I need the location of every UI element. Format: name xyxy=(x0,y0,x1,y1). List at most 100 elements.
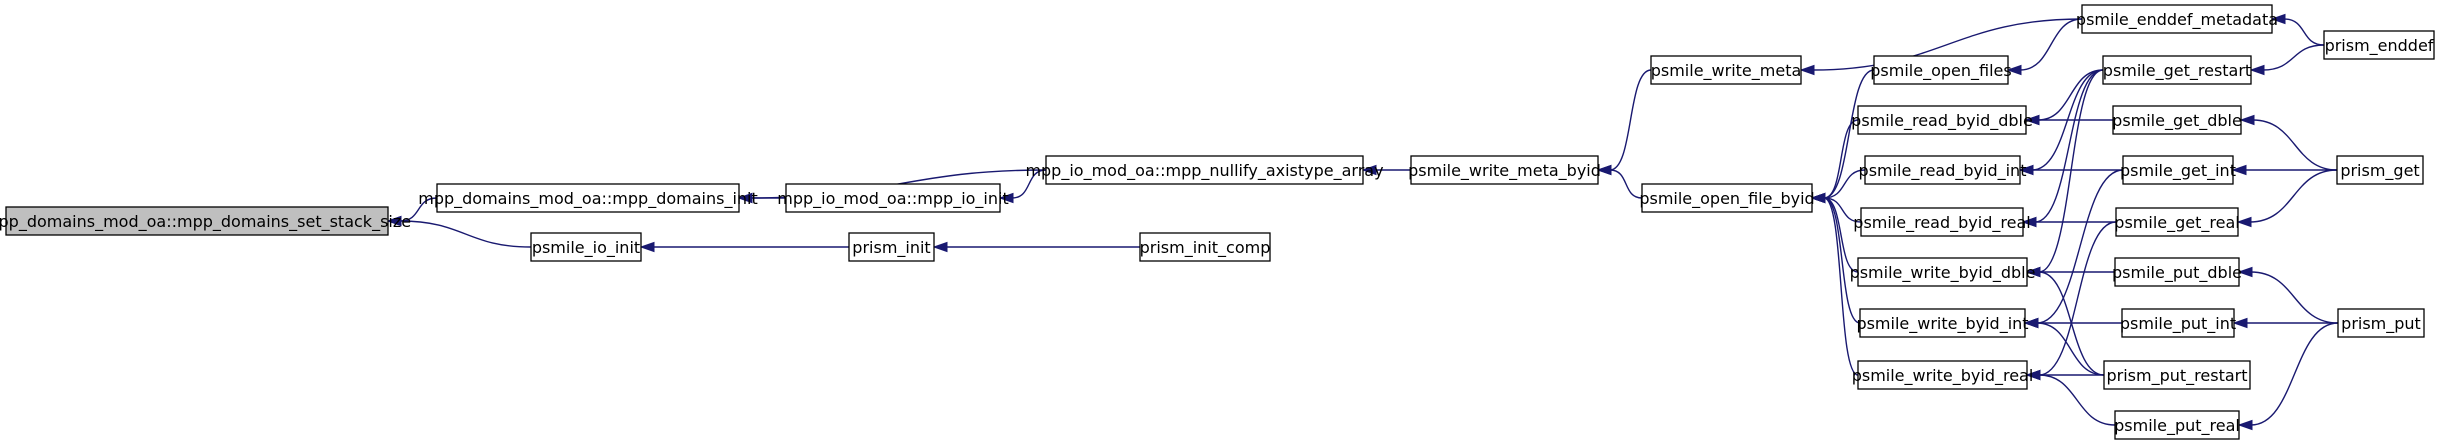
node-box-root[interactable] xyxy=(5,206,389,236)
node-read_int[interactable]: psmile_read_byid_int xyxy=(1859,155,2027,185)
edge-prism_get-to-get_real xyxy=(2249,169,2338,223)
node-root[interactable]: mpp_domains_mod_oa::mpp_domains_set_stac… xyxy=(0,206,411,236)
edge-put_real-to-write_real xyxy=(2038,374,2116,426)
node-put_restart[interactable]: prism_put_restart xyxy=(2103,360,2251,390)
node-box-prism_get[interactable] xyxy=(2336,155,2424,185)
node-box-put_dble[interactable] xyxy=(2114,257,2240,287)
node-get_real[interactable]: psmile_get_real xyxy=(2114,207,2240,237)
node-box-get_int[interactable] xyxy=(2122,155,2234,185)
node-write_int[interactable]: psmile_write_byid_int xyxy=(1856,308,2029,338)
arrowhead-write_meta_byid-to-nullify xyxy=(1361,164,1377,176)
node-label-get_dble: psmile_get_dble xyxy=(2112,111,2242,131)
node-read_dble[interactable]: psmile_read_byid_dble xyxy=(1851,105,2033,135)
node-box-io_init2[interactable] xyxy=(530,232,642,262)
node-label-read_int: psmile_read_byid_int xyxy=(1859,161,2027,181)
node-mpp_io_init[interactable]: mpp_io_mod_oa::mpp_io_init xyxy=(777,183,1009,213)
node-box-prism_put[interactable] xyxy=(2337,308,2425,338)
edge-prism_get-to-get_dble xyxy=(2252,119,2338,171)
node-box-open_file_byid[interactable] xyxy=(1641,183,1813,213)
edge-prism_put-to-put_dble xyxy=(2250,271,2339,324)
node-box-put_restart[interactable] xyxy=(2103,360,2251,390)
arrowhead-nullify-to-mpp_io_init xyxy=(998,192,1014,204)
node-box-prism_init[interactable] xyxy=(848,232,935,262)
arrowhead-prism_put-to-put_int xyxy=(2232,317,2248,329)
node-get_int[interactable]: psmile_get_int xyxy=(2120,155,2236,185)
node-box-prism_init_comp[interactable] xyxy=(1139,232,1271,262)
node-dom_init[interactable]: mpp_domains_mod_oa::mpp_domains_init xyxy=(418,183,758,213)
edge-get_int-to-write_int xyxy=(2036,169,2124,324)
node-box-write_meta[interactable] xyxy=(1650,55,1802,85)
node-box-get_dble[interactable] xyxy=(2112,105,2242,135)
arrowhead-io_init2-to-root xyxy=(386,215,402,227)
node-write_meta[interactable]: psmile_write_meta xyxy=(1650,55,1802,85)
node-write_real[interactable]: psmile_write_byid_real xyxy=(1852,360,2034,390)
edge-write_int-to-open_file_byid xyxy=(1823,197,1861,324)
node-box-write_dble[interactable] xyxy=(1857,257,2028,287)
arrowhead-prism_enddef-to-enddef_meta xyxy=(2270,13,2286,25)
node-label-prism_init_comp: prism_init_comp xyxy=(1140,238,1271,258)
node-prism_put[interactable]: prism_put xyxy=(2337,308,2425,338)
node-label-prism_init: prism_init xyxy=(852,238,930,258)
arrowhead-prism_get-to-get_dble xyxy=(2239,114,2255,126)
node-prism_enddef[interactable]: prism_enddef xyxy=(2323,30,2435,60)
arrowhead-put_real-to-write_real xyxy=(2025,369,2041,381)
node-box-get_restart[interactable] xyxy=(2102,55,2252,85)
node-label-get_int: psmile_get_int xyxy=(2120,161,2236,181)
node-enddef_meta[interactable]: psmile_enddef_metadata xyxy=(2076,4,2278,34)
node-prism_init_comp[interactable]: prism_init_comp xyxy=(1139,232,1271,262)
node-box-get_real[interactable] xyxy=(2115,207,2239,237)
arrowhead-get_real-to-read_real xyxy=(2021,216,2037,228)
node-write_meta_byid[interactable]: psmile_write_meta_byid xyxy=(1408,155,1601,185)
node-label-put_int: psmile_put_int xyxy=(2120,314,2236,334)
node-put_real[interactable]: psmile_put_real xyxy=(2114,410,2240,440)
node-write_dble[interactable]: psmile_write_byid_dble xyxy=(1850,257,2036,287)
node-box-write_int[interactable] xyxy=(1859,308,2026,338)
node-open_files[interactable]: psmile_open_files xyxy=(1870,55,2012,85)
node-box-dom_init[interactable] xyxy=(436,183,740,213)
node-box-open_files[interactable] xyxy=(1873,55,2009,85)
arrowhead-nullify-to-dom_init xyxy=(737,192,753,204)
edge-write_meta-to-write_meta_byid xyxy=(1609,69,1652,171)
edge-write_real-to-open_file_byid xyxy=(1823,197,1859,376)
node-label-put_restart: prism_put_restart xyxy=(2106,366,2247,386)
node-label-write_dble: psmile_write_byid_dble xyxy=(1850,263,2036,283)
node-box-read_real[interactable] xyxy=(1860,207,2024,237)
node-read_real[interactable]: psmile_read_byid_real xyxy=(1853,207,2031,237)
arrowhead-prism_put-to-put_real xyxy=(2237,419,2253,431)
node-prism_get[interactable]: prism_get xyxy=(2336,155,2424,185)
node-nullify[interactable]: mpp_io_mod_oa::mpp_nullify_axistype_arra… xyxy=(1025,155,1384,185)
arrowhead-enddef_meta-to-open_files xyxy=(2006,64,2022,76)
edge-open_file_byid-to-write_meta_byid xyxy=(1609,169,1643,199)
node-get_restart[interactable]: psmile_get_restart xyxy=(2102,55,2252,85)
arrowhead-put_restart-to-write_int xyxy=(2023,317,2039,329)
node-box-read_int[interactable] xyxy=(1864,155,2021,185)
node-put_int[interactable]: psmile_put_int xyxy=(2120,308,2236,338)
node-box-read_dble[interactable] xyxy=(1857,105,2027,135)
node-box-put_real[interactable] xyxy=(2114,410,2240,440)
node-label-nullify: mpp_io_mod_oa::mpp_nullify_axistype_arra… xyxy=(1025,161,1383,181)
edge-dom_init-to-root xyxy=(399,197,438,222)
node-io_init2[interactable]: psmile_io_init xyxy=(530,232,642,262)
arrowhead-open_file_byid-to-write_meta_byid xyxy=(1596,164,1612,176)
node-label-prism_enddef: prism_enddef xyxy=(2325,36,2434,56)
node-box-nullify[interactable] xyxy=(1045,155,1364,185)
node-label-enddef_meta: psmile_enddef_metadata xyxy=(2076,10,2278,30)
node-put_dble[interactable]: psmile_put_dble xyxy=(2112,257,2242,287)
edge-get_restart-to-read_dble xyxy=(2037,69,2104,121)
node-label-io_init2: psmile_io_init xyxy=(532,238,640,258)
node-box-prism_enddef[interactable] xyxy=(2323,30,2435,60)
node-get_dble[interactable]: psmile_get_dble xyxy=(2112,105,2242,135)
node-box-put_int[interactable] xyxy=(2121,308,2235,338)
node-open_file_byid[interactable]: psmile_open_file_byid xyxy=(1639,183,1815,213)
edge-write_dble-to-open_file_byid xyxy=(1823,197,1859,273)
node-label-write_meta_byid: psmile_write_meta_byid xyxy=(1408,161,1601,181)
node-box-enddef_meta[interactable] xyxy=(2081,4,2273,34)
node-box-write_meta_byid[interactable] xyxy=(1410,155,1599,185)
node-label-write_real: psmile_write_byid_real xyxy=(1852,366,2034,386)
node-label-root: mpp_domains_mod_oa::mpp_domains_set_stac… xyxy=(0,212,411,232)
node-box-write_real[interactable] xyxy=(1857,360,2028,390)
edges-layer xyxy=(386,13,2339,431)
node-box-mpp_io_init[interactable] xyxy=(785,183,1001,213)
node-prism_init[interactable]: prism_init xyxy=(848,232,935,262)
edge-prism_enddef-to-enddef_meta xyxy=(2283,18,2325,46)
